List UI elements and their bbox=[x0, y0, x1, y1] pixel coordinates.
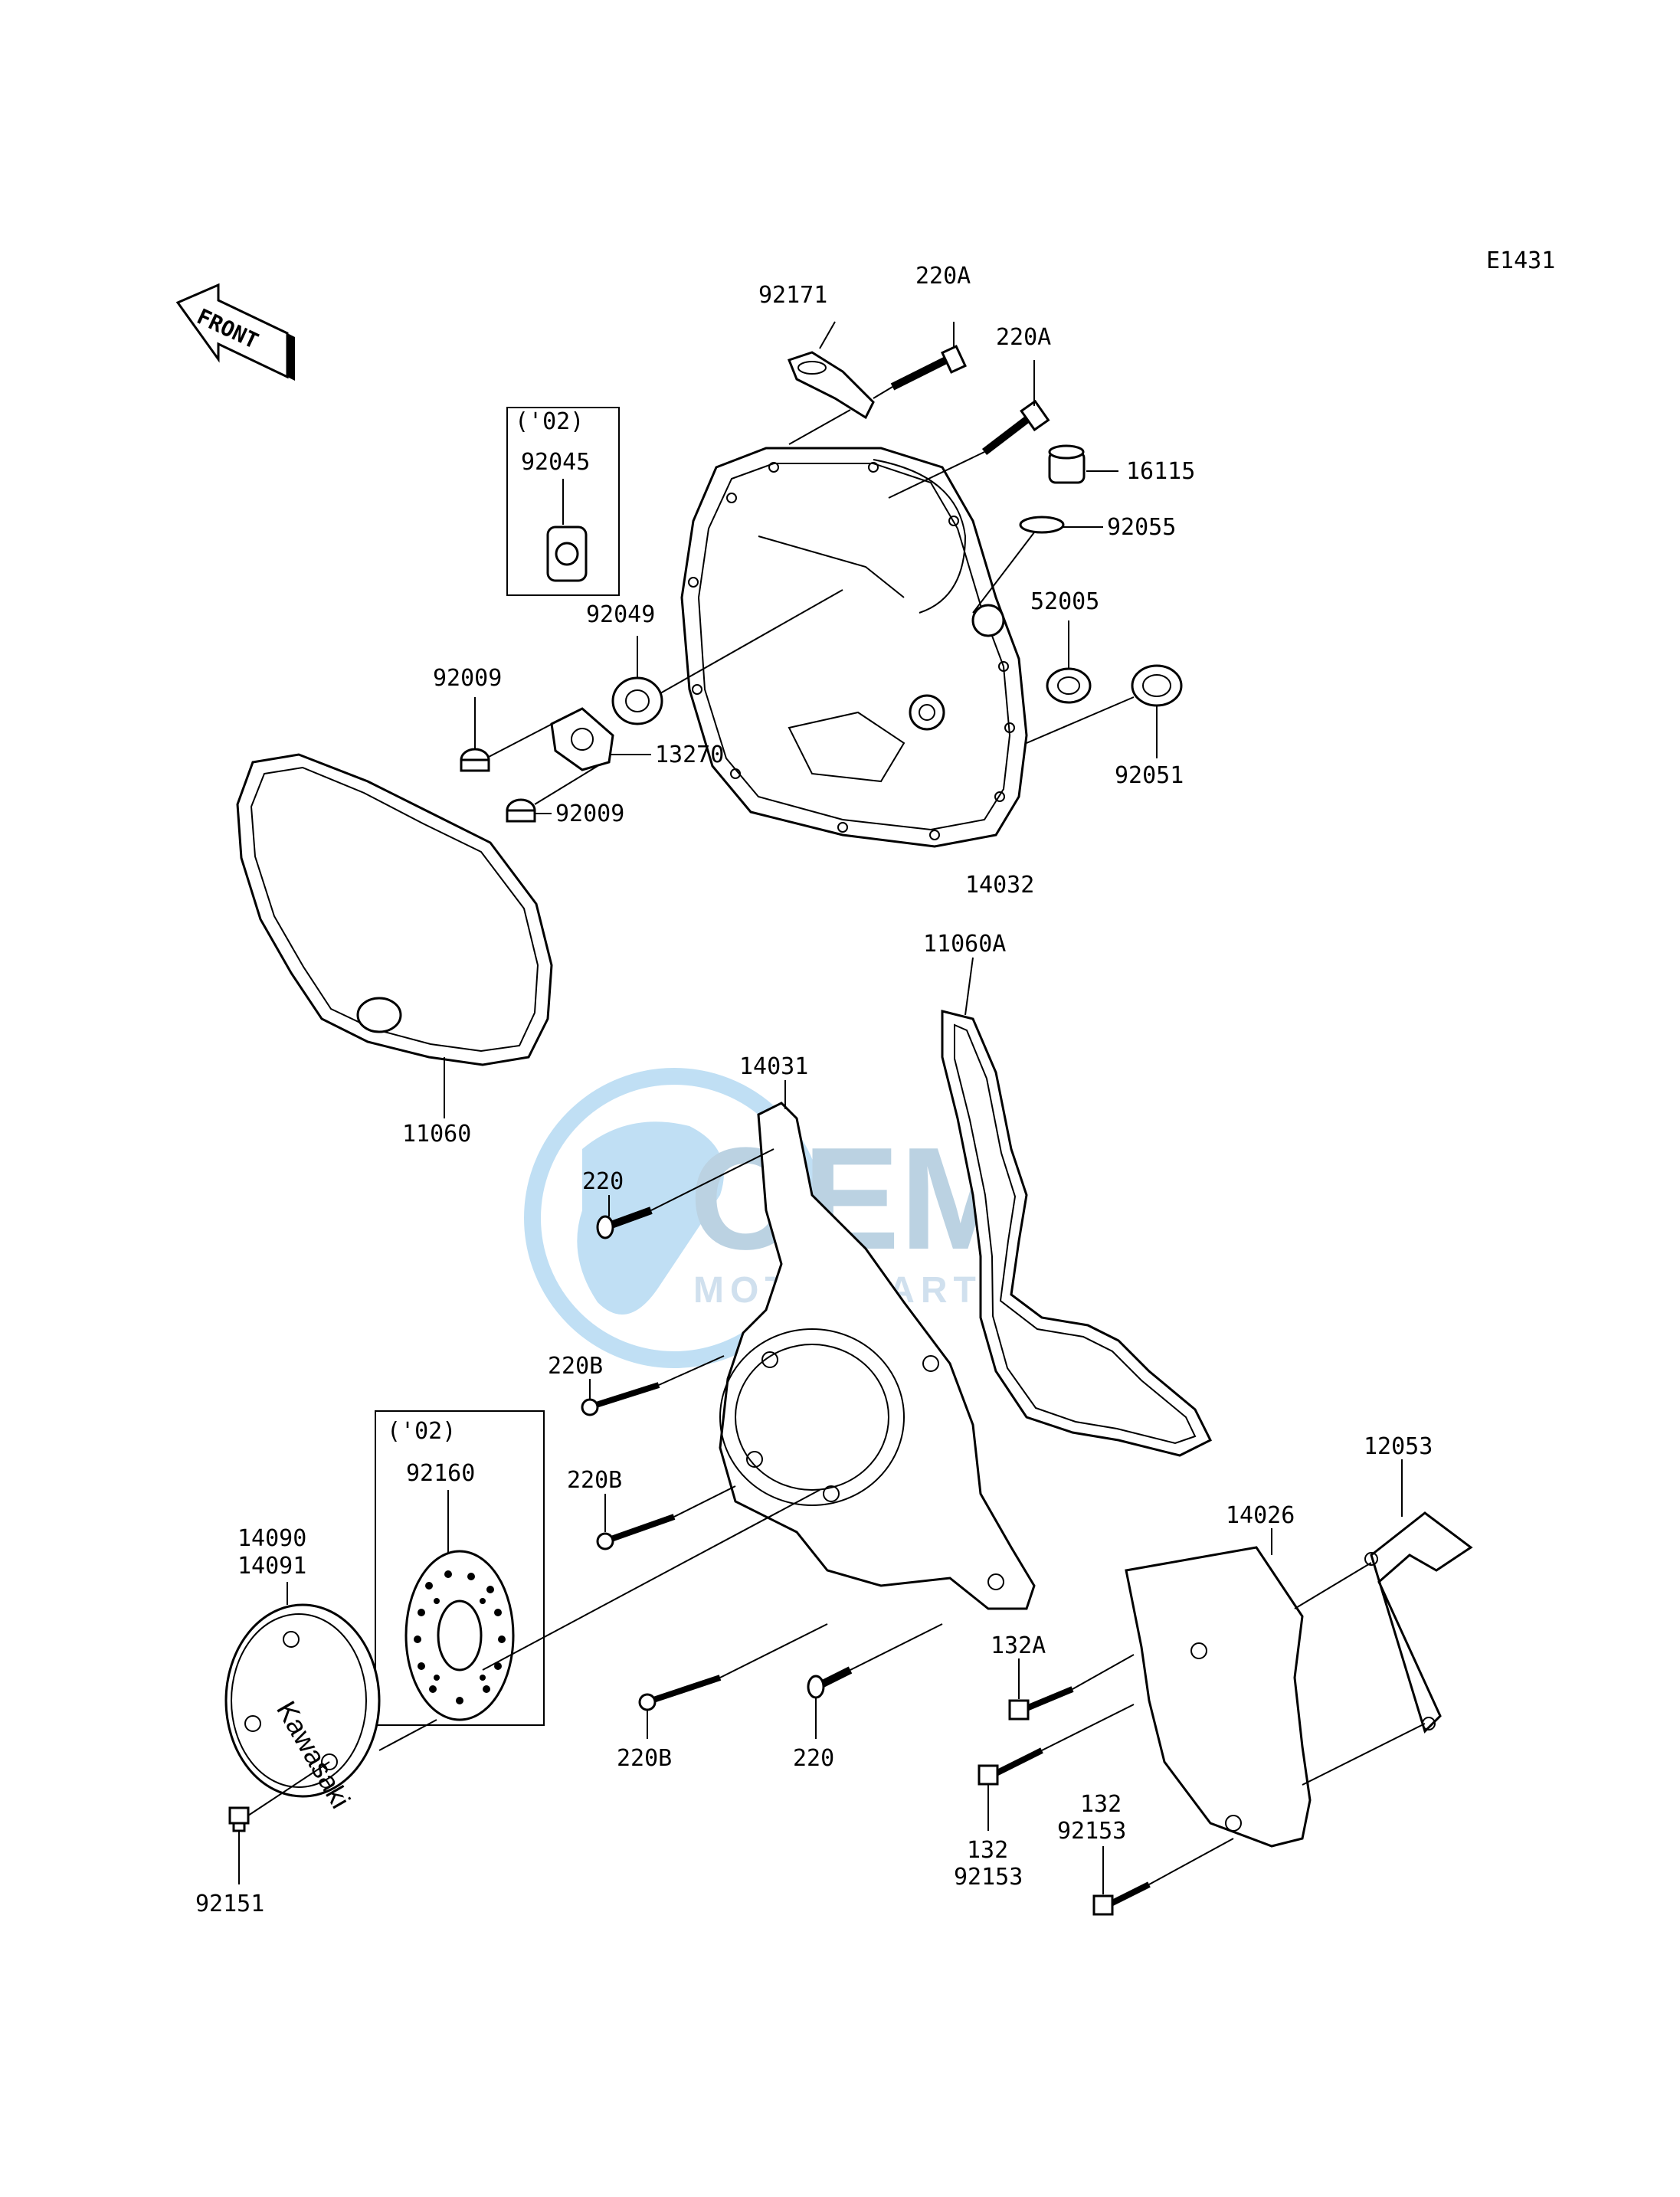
bolt-92009-1 bbox=[460, 697, 568, 772]
bolt-132-1 bbox=[978, 1704, 1135, 1831]
bolt-92151 bbox=[228, 1761, 330, 1884]
label-92009-1: 92009 bbox=[433, 665, 502, 692]
label-14032: 14032 bbox=[965, 872, 1034, 899]
label-14026: 14026 bbox=[1226, 1502, 1295, 1529]
label-16115: 16115 bbox=[1126, 458, 1195, 485]
gasket-11060 bbox=[236, 753, 553, 1118]
bolt-220A-1 bbox=[873, 322, 967, 399]
label-52005: 52005 bbox=[1030, 588, 1099, 615]
label-11060A: 11060A bbox=[923, 931, 1006, 958]
year-box-top-part: 92045 bbox=[521, 449, 590, 476]
gasket-11060A bbox=[941, 957, 1213, 1457]
year-box-top: ('02) 92045 bbox=[506, 407, 620, 596]
year-box-bottom: ('02) 92160 bbox=[375, 1410, 545, 1726]
bearing-92049 bbox=[611, 589, 843, 725]
bolt-220-2 bbox=[807, 1623, 943, 1739]
label-220B-1: 220B bbox=[548, 1353, 603, 1380]
label-92055: 92055 bbox=[1107, 514, 1176, 541]
label-14031: 14031 bbox=[739, 1053, 808, 1080]
label-92151: 92151 bbox=[195, 1891, 264, 1917]
label-220B-2: 220B bbox=[567, 1467, 622, 1494]
year-box-bottom-year: ('02) bbox=[387, 1418, 456, 1445]
front-arrow-icon: FRONT bbox=[175, 283, 295, 381]
bolt-220-1 bbox=[596, 1148, 775, 1239]
label-220A-1: 220A bbox=[915, 263, 971, 290]
year-box-bottom-part: 92160 bbox=[406, 1460, 475, 1487]
bracket-12053 bbox=[1294, 1459, 1473, 1786]
cap-16115 bbox=[1048, 444, 1118, 484]
o-ring-92055 bbox=[972, 516, 1103, 614]
bolt-220B-2 bbox=[596, 1485, 736, 1550]
bolt-220B-1 bbox=[581, 1355, 725, 1416]
sprocket-cover-14026 bbox=[1125, 1528, 1312, 1848]
label-92153-1: 92153 bbox=[954, 1864, 1023, 1891]
label-92009-2: 92009 bbox=[555, 801, 624, 827]
collar-52005 bbox=[1046, 620, 1092, 704]
diagram-code: E1431 bbox=[1486, 247, 1555, 274]
label-14091: 14091 bbox=[237, 1553, 306, 1580]
label-14090: 14090 bbox=[237, 1525, 306, 1552]
bolt-92009-2 bbox=[506, 765, 598, 823]
label-220-1: 220 bbox=[582, 1168, 624, 1195]
label-220A-2: 220A bbox=[996, 324, 1051, 351]
bolt-132A bbox=[1008, 1654, 1135, 1721]
label-92049: 92049 bbox=[586, 601, 655, 628]
label-220B-3: 220B bbox=[617, 1745, 672, 1772]
label-92051: 92051 bbox=[1115, 762, 1184, 789]
year-box-top-year: ('02) bbox=[515, 408, 584, 435]
label-92153-2: 92153 bbox=[1057, 1818, 1126, 1845]
label-13270: 13270 bbox=[655, 742, 724, 768]
bolt-220B-3 bbox=[638, 1623, 828, 1739]
kawasaki-cover: Kawasaki bbox=[224, 1489, 820, 1813]
bracket-92171 bbox=[788, 321, 875, 445]
bolt-132-2 bbox=[1092, 1838, 1234, 1916]
label-220-2: 220 bbox=[793, 1745, 834, 1772]
label-132A: 132A bbox=[991, 1632, 1046, 1659]
label-92171: 92171 bbox=[758, 282, 827, 309]
generator-cover-14031 bbox=[719, 1080, 1036, 1610]
bolt-220A-2 bbox=[888, 360, 1050, 499]
label-132-1: 132 bbox=[967, 1837, 1008, 1864]
label-132-2: 132 bbox=[1080, 1791, 1122, 1818]
clutch-cover-14032 bbox=[680, 447, 1028, 848]
label-12053: 12053 bbox=[1364, 1433, 1433, 1460]
plate-13270 bbox=[550, 707, 651, 771]
oil-seal-92051 bbox=[1026, 664, 1183, 758]
label-11060: 11060 bbox=[402, 1121, 471, 1148]
